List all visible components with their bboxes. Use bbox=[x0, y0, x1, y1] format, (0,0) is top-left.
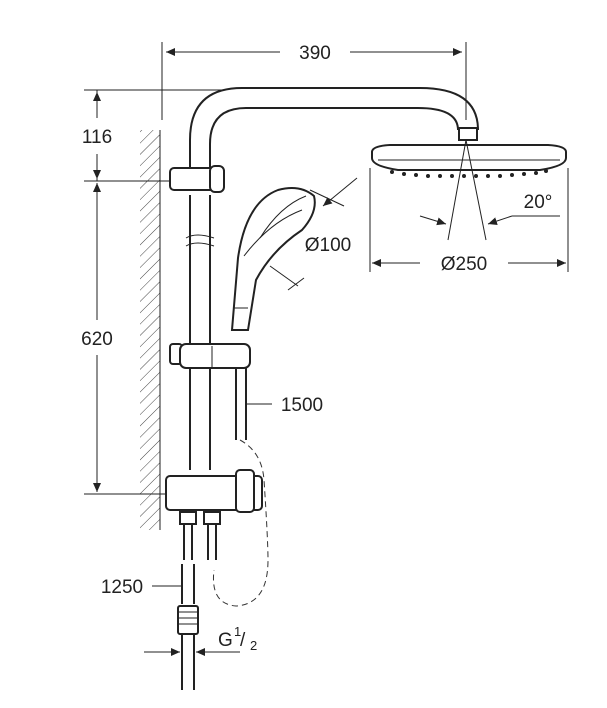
dim-shower-hose: 1500 bbox=[281, 395, 323, 416]
dim-angle: 20° bbox=[524, 192, 553, 213]
thread-slash: / bbox=[240, 630, 246, 651]
wall bbox=[140, 130, 161, 530]
dim-620: 620 bbox=[81, 329, 113, 350]
dimension-head: Ø250 20° bbox=[369, 139, 569, 275]
upper-wall-bracket bbox=[169, 165, 225, 193]
dim-head-diameter: Ø250 bbox=[441, 254, 487, 275]
thread-numerator: 1 bbox=[234, 624, 241, 639]
dimension-arm-projection: 390 bbox=[161, 42, 467, 120]
lower-bracket bbox=[165, 469, 263, 513]
hand-shower-slider bbox=[169, 343, 251, 369]
riser-pipe bbox=[185, 87, 479, 470]
thread-g: G bbox=[218, 630, 233, 651]
shower-hose: 1500 bbox=[212, 368, 323, 607]
dimension-vertical: 116 620 bbox=[81, 89, 225, 495]
dim-hand-shower-diameter: Ø100 bbox=[305, 235, 351, 256]
dim-116: 116 bbox=[82, 127, 112, 148]
hand-shower bbox=[230, 187, 316, 331]
dimension-thread: G 1 / 2 bbox=[144, 624, 257, 656]
dim-connection-hose: 1250 bbox=[101, 577, 143, 598]
dimension-hand-shower: Ø100 bbox=[269, 177, 358, 291]
thread-denominator: 2 bbox=[250, 638, 257, 653]
dim-390: 390 bbox=[299, 43, 331, 64]
inlet-connectors bbox=[179, 511, 221, 604]
connection-hose: 1250 bbox=[101, 577, 199, 690]
